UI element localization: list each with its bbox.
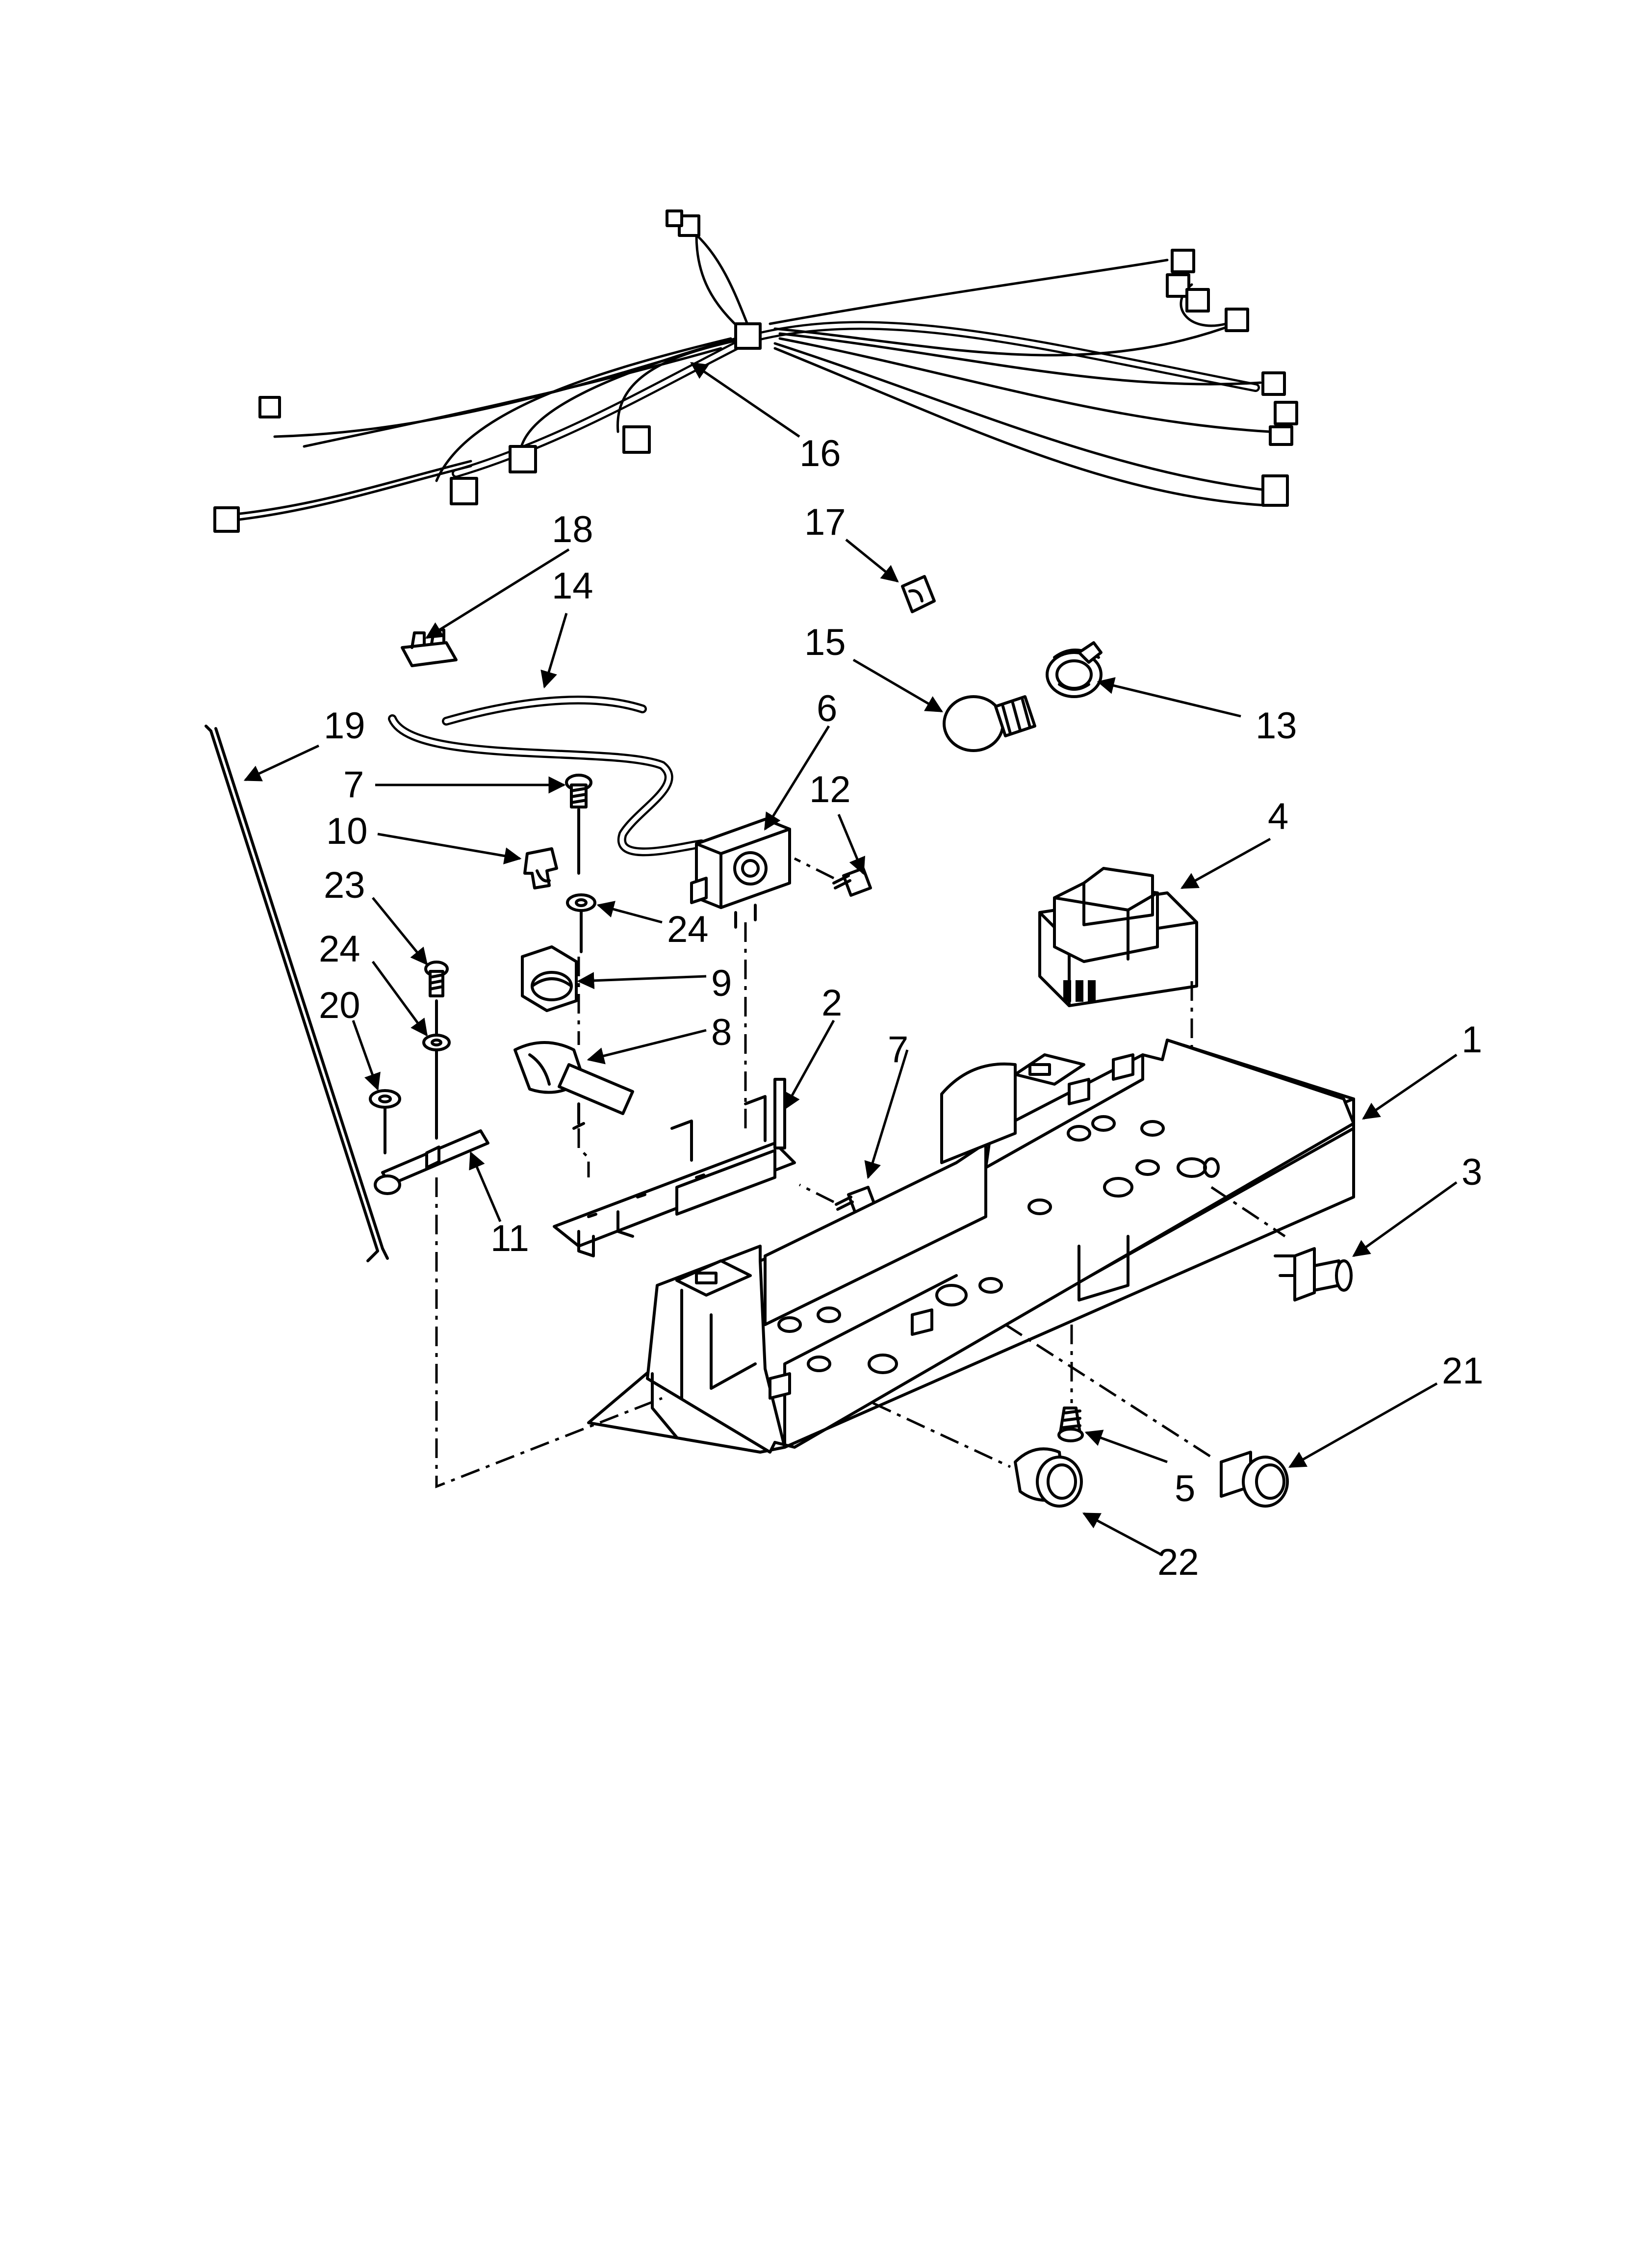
connector-icon (213, 506, 240, 533)
assembly-lines (435, 922, 747, 1488)
callout-16: 16 (799, 433, 841, 474)
bulb-part (943, 695, 1036, 752)
callout-labels: 16 17 18 14 15 13 19 7 6 12 4 10 24 23 9… (319, 433, 1484, 1583)
callout-3: 3 (1462, 1151, 1482, 1193)
screw-5-part (1057, 1325, 1084, 1442)
callout-5: 5 (1175, 1468, 1195, 1510)
bracket-2-part (553, 1078, 796, 1257)
switch-3-part (1210, 1186, 1353, 1302)
callout-13: 13 (1256, 705, 1297, 747)
callout-6: 6 (817, 688, 837, 730)
washer-24a-part (566, 893, 596, 953)
callout-12: 12 (809, 769, 851, 810)
washer-20-part (369, 1089, 401, 1154)
callout-14: 14 (552, 565, 593, 607)
callout-4: 4 (1268, 796, 1288, 837)
callout-22: 22 (1157, 1541, 1199, 1583)
module-4-part (1038, 867, 1198, 1168)
callout-21: 21 (1442, 1350, 1484, 1392)
callout-24a: 24 (667, 909, 709, 950)
washer-24b-part (422, 999, 451, 1140)
button-22-part (872, 1402, 1083, 1508)
callout-23: 23 (324, 864, 365, 906)
callout-15: 15 (804, 622, 846, 663)
lever-11-part (374, 1129, 489, 1195)
clip-part (901, 575, 936, 613)
screw-23-part (424, 961, 449, 997)
callout-7a: 7 (343, 764, 364, 806)
leader-lines (243, 362, 1458, 1557)
callout-9: 9 (711, 963, 732, 1004)
callout-7b: 7 (888, 1029, 908, 1070)
wire-harness (213, 209, 1298, 533)
socket-part (1046, 641, 1103, 698)
button-21-part (1004, 1323, 1289, 1508)
shaft-8-part (513, 1041, 634, 1130)
callout-2: 2 (821, 982, 842, 1024)
bracket-9-part (521, 945, 578, 1012)
callout-8: 8 (711, 1012, 732, 1053)
callout-1: 1 (1462, 1019, 1482, 1061)
callout-19: 19 (324, 705, 365, 747)
rod-part (205, 725, 389, 1262)
callout-18: 18 (552, 509, 593, 550)
housing-1-part (587, 1039, 1355, 1454)
tube-part (388, 696, 706, 857)
callout-20: 20 (319, 985, 360, 1026)
screw-7a-part (565, 774, 592, 875)
callout-11: 11 (490, 1218, 529, 1259)
callout-10: 10 (326, 810, 368, 852)
callout-17: 17 (804, 501, 846, 543)
clip-10-part (523, 847, 558, 889)
callout-24b: 24 (319, 928, 360, 970)
